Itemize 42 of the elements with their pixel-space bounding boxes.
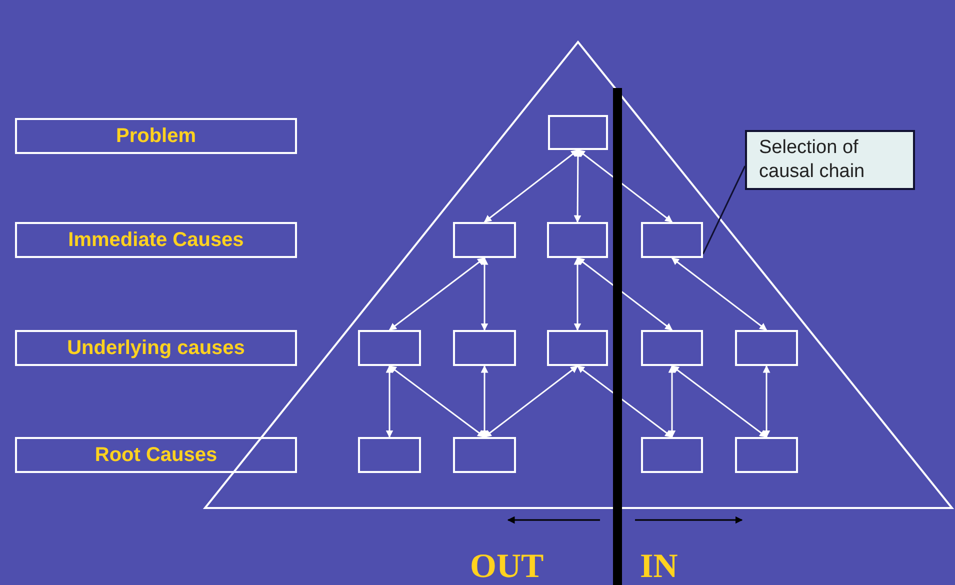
- level-label: Root Causes: [94, 443, 218, 468]
- arrow: [480, 365, 488, 438]
- callout-box: [745, 130, 915, 190]
- arrow: [668, 365, 676, 438]
- arrow: [576, 257, 673, 331]
- arrow: [388, 257, 486, 331]
- arrow: [386, 365, 394, 438]
- arrow: [671, 365, 768, 438]
- cause-box: [547, 330, 608, 366]
- arrow: [388, 365, 486, 438]
- level-label-box: [15, 118, 297, 154]
- cause-box: [453, 330, 516, 366]
- arrow: [574, 149, 582, 223]
- side-label: IN: [640, 550, 678, 584]
- level-label-box: [15, 437, 297, 473]
- side-label: OUT: [470, 550, 544, 584]
- cause-box: [735, 330, 798, 366]
- arrow: [480, 257, 488, 331]
- level-label-box: [15, 330, 297, 366]
- arrow: [576, 365, 673, 438]
- callout-text: Selection of causal chain: [759, 136, 866, 184]
- arrow: [484, 149, 579, 223]
- arrow: [671, 257, 768, 331]
- level-label: Problem: [116, 124, 196, 149]
- cause-box: [641, 437, 703, 473]
- leader-line: [702, 166, 746, 254]
- arrow: [484, 365, 578, 438]
- cause-box: [548, 115, 608, 150]
- cause-box: [358, 437, 421, 473]
- level-label: Underlying causes: [67, 336, 245, 361]
- cause-box: [453, 222, 516, 258]
- arrow: [762, 365, 770, 438]
- cause-box: [358, 330, 421, 366]
- cause-box: [453, 437, 516, 473]
- cause-box: [641, 222, 703, 258]
- arrow: [574, 257, 582, 331]
- arrow: [577, 149, 673, 223]
- level-label: Immediate Causes: [68, 228, 244, 253]
- level-label-box: [15, 222, 297, 258]
- cause-box: [547, 222, 608, 258]
- cause-box: [735, 437, 798, 473]
- cause-box: [641, 330, 703, 366]
